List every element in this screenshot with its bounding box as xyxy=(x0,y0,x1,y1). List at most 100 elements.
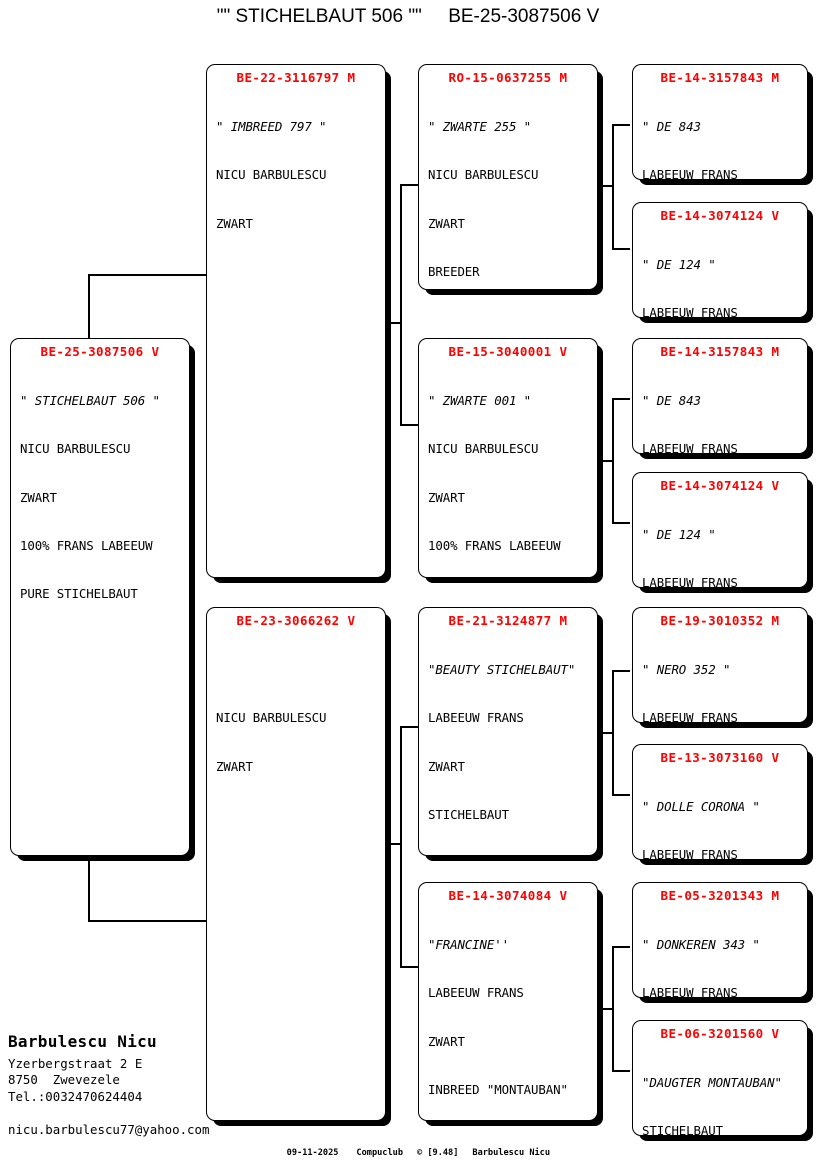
detail-line: " DE 124 " xyxy=(642,257,716,273)
pedigree-box-great-1[interactable]: BE-14-3157843 M " DE 843 LABEEUW FRANS Z… xyxy=(632,64,808,180)
connector-g2c-stub-bottom xyxy=(612,794,630,796)
detail-line: LABEEUW FRANS xyxy=(642,441,738,454)
ring-number: BE-23-3066262 V xyxy=(236,613,356,628)
box-detail-lines: " DOLLE CORONA " LABEEUW FRANS ZWART SIS… xyxy=(633,767,807,860)
detail-line: ZWART xyxy=(20,489,57,505)
connector-g2a-stub-bottom xyxy=(612,248,630,250)
detail-line: BREEDER xyxy=(428,264,480,280)
pedigree-box-great-4[interactable]: BE-14-3074124 V " DE 124 " LABEEUW FRANS… xyxy=(632,472,808,588)
detail-line: ZWART xyxy=(216,215,253,231)
pedigree-box-great-6[interactable]: BE-13-3073160 V " DOLLE CORONA " LABEEUW… xyxy=(632,744,808,860)
ring-number: BE-14-3074084 V xyxy=(448,888,568,903)
box-detail-lines: "BEAUTY STICHELBAUT" LABEEUW FRANS ZWART… xyxy=(419,630,597,856)
ring-number: BE-14-3157843 M xyxy=(660,70,780,85)
connector-g2d-in xyxy=(596,1008,613,1010)
detail-line: NICU BARBULESCU xyxy=(216,710,327,726)
connector-g1b-stub-top xyxy=(400,726,418,728)
footer-software: Compuclub xyxy=(356,1148,403,1158)
connector-g2b-stub-bottom xyxy=(612,522,630,524)
footer-user: Barbulescu Nicu xyxy=(472,1148,551,1158)
page-title: "" STICHELBAUT 506 "" BE-25-3087506 V xyxy=(216,6,600,27)
detail-line: " ZWARTE 255 " xyxy=(428,119,532,135)
detail-line: STICHELBAUT xyxy=(428,807,509,823)
connector-subject-stub-top xyxy=(88,274,206,276)
connector-g1b-stub-bottom xyxy=(400,966,418,968)
box-detail-lines: " DE 124 " LABEEUW FRANS GESCHELPT PURE … xyxy=(633,225,807,318)
box-detail-lines: " STICHELBAUT 506 " NICU BARBULESCU ZWAR… xyxy=(11,361,189,635)
box-detail-lines: " DONKEREN 343 " LABEEUW FRANS DONKER GE… xyxy=(633,905,807,997)
connector-g2d-vertical xyxy=(612,946,614,1072)
connector-g2d-stub-bottom xyxy=(612,1070,630,1072)
detail-line: LABEEUW FRANS xyxy=(642,847,738,860)
detail-line: " DE 124 " xyxy=(642,527,716,543)
detail-line: " DONKEREN 343 " xyxy=(642,937,760,953)
detail-line: LABEEUW FRANS xyxy=(428,710,524,726)
pedigree-box-great-8[interactable]: BE-06-3201560 V "DAUGTER MONTAUBAN" STIC… xyxy=(632,1020,808,1136)
owner-phone: Tel.:0032470624404 xyxy=(8,1088,143,1104)
detail-line: " DE 843 xyxy=(642,393,701,409)
detail-line: 100% FRANS LABEEUW xyxy=(20,538,153,554)
connector-g2d-stub-top xyxy=(612,946,630,948)
box-detail-lines: NICU BARBULESCU ZWART xyxy=(207,630,385,807)
pedigree-box-great-5[interactable]: BE-19-3010352 M " NERO 352 " LABEEUW FRA… xyxy=(632,607,808,723)
box-detail-lines: "FRANCINE'' LABEEUW FRANS ZWART INBREED … xyxy=(419,905,597,1120)
ring-number: BE-19-3010352 M xyxy=(660,613,780,628)
detail-line: NICU BARBULESCU xyxy=(20,441,131,457)
detail-line: "DAUGTER MONTAUBAN" xyxy=(642,1075,782,1091)
ring-number: BE-14-3074124 V xyxy=(660,208,780,223)
pedigree-box-mother[interactable]: BE-23-3066262 V NICU BARBULESCU ZWART xyxy=(206,607,386,1121)
detail-line: " ZWARTE 001 " xyxy=(428,393,532,409)
detail-line: LABEEUW FRANS xyxy=(642,710,738,723)
detail-line: " STICHELBAUT 506 " xyxy=(20,393,160,409)
detail-line: NEPHEW OF: xyxy=(428,855,597,856)
connector-g1a-vertical xyxy=(400,184,402,426)
pedigree-box-great-7[interactable]: BE-05-3201343 M " DONKEREN 343 " LABEEUW… xyxy=(632,882,808,998)
footer-date: 09-11-2025 xyxy=(286,1148,339,1158)
connector-g2c-vertical xyxy=(612,670,614,796)
detail-line: 100% FRANS LABEEUW xyxy=(428,538,561,554)
detail-line xyxy=(216,662,385,678)
owner-email[interactable]: nicu.barbulescu77@yahoo.com xyxy=(8,1122,210,1138)
pedigree-box-grandfather-maternal[interactable]: BE-21-3124877 M "BEAUTY STICHELBAUT" LAB… xyxy=(418,607,598,856)
box-detail-lines: " ZWARTE 255 " NICU BARBULESCU ZWART BRE… xyxy=(419,87,597,289)
detail-line: " DOLLE CORONA " xyxy=(642,799,760,815)
pedigree-box-great-3[interactable]: BE-14-3157843 M " DE 843 LABEEUW FRANS Z… xyxy=(632,338,808,454)
box-detail-lines: " DE 843 LABEEUW FRANS ZWART PURE STICHE… xyxy=(633,361,807,454)
detail-line: ZWART xyxy=(428,215,465,231)
detail-line: NICU BARBULESCU xyxy=(428,441,539,457)
connector-g2c-stub-top xyxy=(612,670,630,672)
detail-line: " NERO 352 " xyxy=(642,662,731,678)
pedigree-box-grandmother-maternal[interactable]: BE-14-3074084 V "FRANCINE'' LABEEUW FRAN… xyxy=(418,882,598,1121)
detail-line: LABEEUW FRANS xyxy=(642,575,738,588)
connector-g1a-in xyxy=(384,322,401,324)
connector-g2b-vertical xyxy=(612,398,614,524)
connector-g2a-stub-top xyxy=(612,124,630,126)
pedigree-box-subject[interactable]: BE-25-3087506 V " STICHELBAUT 506 " NICU… xyxy=(10,338,190,856)
detail-line: LABEEUW FRANS xyxy=(642,167,738,180)
owner-street: Yzerbergstraat 2 E xyxy=(8,1056,143,1071)
connector-g2b-in xyxy=(596,460,613,462)
pedigree-box-grandfather-paternal[interactable]: RO-15-0637255 M " ZWARTE 255 " NICU BARB… xyxy=(418,64,598,290)
detail-line: LABEEUW FRANS xyxy=(642,305,738,318)
detail-line: INBREED "MONTAUBAN" xyxy=(428,1082,568,1098)
connector-g2a-in xyxy=(596,185,613,187)
ring-number: BE-15-3040001 V xyxy=(448,344,568,359)
box-detail-lines: "DAUGTER MONTAUBAN" STICHELBAUT GESCHELP… xyxy=(633,1043,807,1135)
ring-number: BE-13-3073160 V xyxy=(660,750,780,765)
pedigree-box-father[interactable]: BE-22-3116797 M " IMBREED 797 " NICU BAR… xyxy=(206,64,386,578)
footer-copyright: © [9.48] xyxy=(417,1148,459,1158)
ring-number: BE-14-3074124 V xyxy=(660,478,780,493)
pedigree-box-grandmother-paternal[interactable]: BE-15-3040001 V " ZWARTE 001 " NICU BARB… xyxy=(418,338,598,578)
pedigree-box-great-2[interactable]: BE-14-3074124 V " DE 124 " LABEEUW FRANS… xyxy=(632,202,808,318)
ring-number: BE-14-3157843 M xyxy=(660,344,780,359)
detail-line: ZWART xyxy=(428,489,465,505)
detail-line: ZWART xyxy=(216,758,253,774)
owner-block: Barbulescu Nicu Yzerbergstraat 2 E 8750 … xyxy=(8,1032,308,1137)
detail-line: ZWART xyxy=(428,758,465,774)
ring-number: BE-05-3201343 M xyxy=(660,888,780,903)
owner-city: 8750 Zwevezele xyxy=(8,1072,120,1088)
box-detail-lines: " NERO 352 " LABEEUW FRANS ZWART PURE ST… xyxy=(633,630,807,723)
detail-line: ZWART xyxy=(428,1033,465,1049)
detail-line: "BEAUTY STICHELBAUT" xyxy=(428,662,576,678)
